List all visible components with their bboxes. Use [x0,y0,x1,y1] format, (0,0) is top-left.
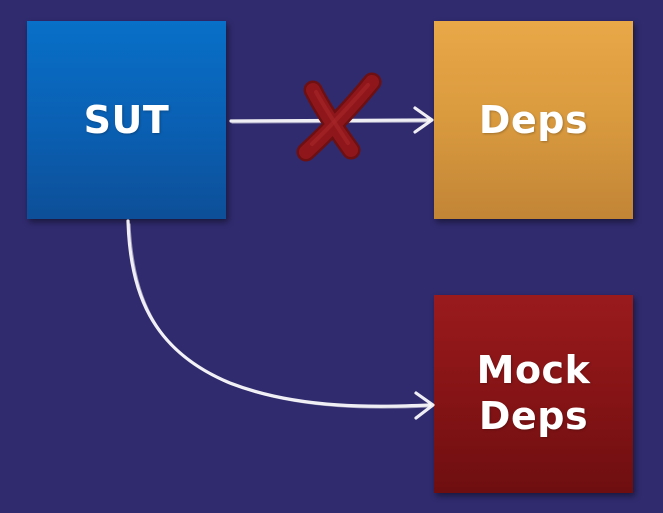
mock-deps-box: Mock Deps [434,295,633,493]
mock-deps-label-line1: Mock [476,348,591,393]
mock-deps-label-line2: Deps [478,394,589,438]
sut-box: SUT [27,21,226,219]
sut-label: SUT [83,98,170,142]
deps-label: Deps [478,98,589,142]
cross-icon [296,72,382,162]
sut-to-mock-deps-arrow [126,219,435,420]
deps-box: Deps [434,21,633,219]
sut-to-deps-arrow [229,106,434,134]
